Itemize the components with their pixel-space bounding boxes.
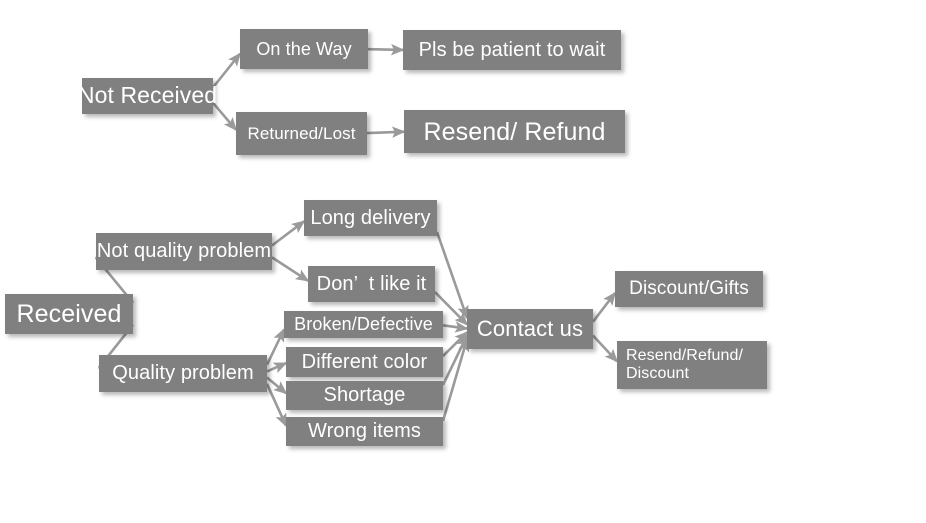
connector-e-returnedlost-resend bbox=[366, 126, 406, 138]
connector-e-contact-discount bbox=[591, 291, 617, 323]
node-contact-us: Contact us bbox=[467, 309, 593, 349]
node-not-received: Not Received bbox=[78, 78, 217, 114]
node-quality-problem: Quality problem bbox=[99, 355, 267, 392]
node-pls-be-patient: Pls be patient to wait bbox=[403, 30, 621, 70]
node-discount-gifts: Discount/Gifts bbox=[615, 271, 763, 307]
connector-e-differentcolor-contact bbox=[442, 331, 469, 358]
node-received: Received bbox=[5, 294, 133, 334]
node-on-the-way: On the Way bbox=[240, 29, 368, 69]
node-different-color: Different color bbox=[286, 347, 443, 377]
connector-e-ontheway-pls bbox=[367, 43, 405, 56]
node-returned-lost: Returned/Lost bbox=[236, 112, 367, 155]
connector-e-longdelivery-contact bbox=[435, 231, 469, 320]
connector-e-notquality-dontlike bbox=[271, 256, 310, 282]
node-resend-refund-disc: Resend/Refund/ Discount bbox=[617, 341, 767, 389]
node-dont-like-it: Don’ t like it bbox=[308, 266, 435, 302]
connector-e-quality-wrongitems bbox=[265, 383, 288, 428]
node-resend-refund: Resend/ Refund bbox=[404, 110, 625, 153]
node-shortage: Shortage bbox=[286, 381, 443, 410]
connector-e-wrongitems-contact bbox=[441, 337, 470, 422]
connector-e-quality-shortage bbox=[266, 376, 288, 395]
connector-e-quality-differentcolor bbox=[266, 361, 288, 374]
node-not-quality-problem: Not quality problem bbox=[96, 233, 272, 270]
node-long-delivery: Long delivery bbox=[304, 200, 437, 236]
connector-e-broken-contact bbox=[442, 321, 469, 333]
connector-e-quality-broken bbox=[265, 327, 286, 366]
connector-e-notquality-longdelivery bbox=[271, 220, 306, 247]
node-wrong-items: Wrong items bbox=[286, 417, 443, 446]
node-broken-defective: Broken/Defective bbox=[284, 311, 443, 338]
connector-e-contact-resendrefund bbox=[592, 334, 619, 363]
connector-e-shortage-contact bbox=[441, 334, 469, 386]
